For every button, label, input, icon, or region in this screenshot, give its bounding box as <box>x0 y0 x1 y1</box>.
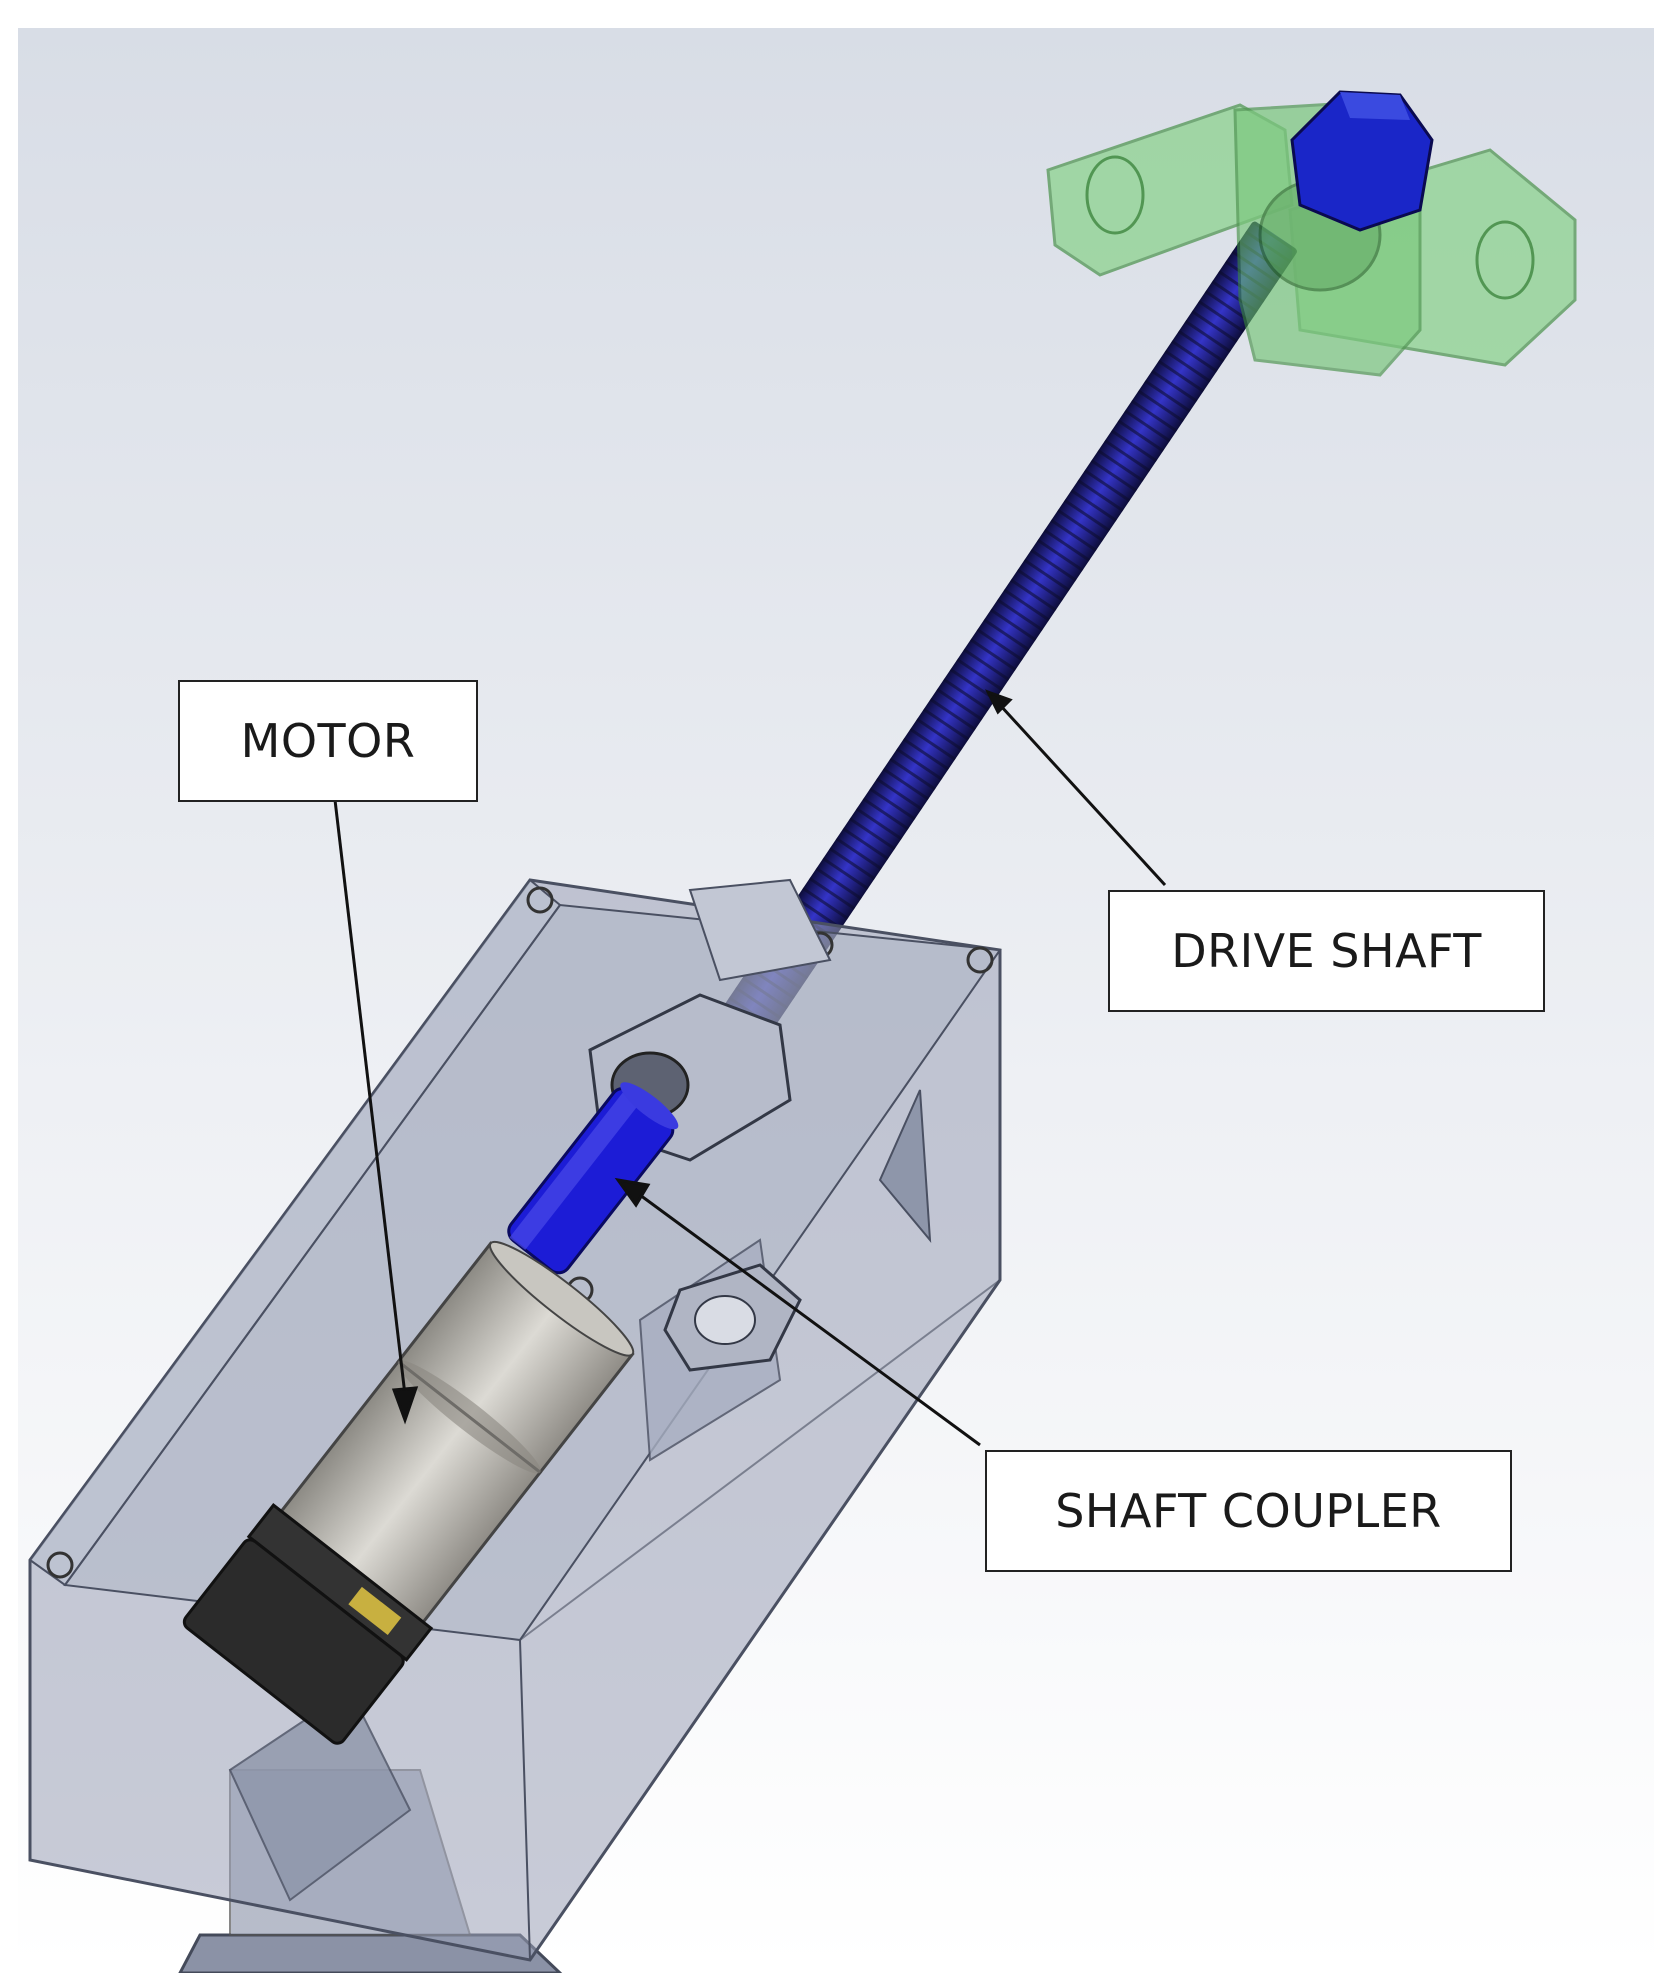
shaft-coupler-arrowhead <box>614 1177 651 1208</box>
shaft-coupler-label: SHAFT COUPLER <box>985 1450 1512 1572</box>
drive-shaft-label: DRIVE SHAFT <box>1108 890 1545 1012</box>
drive-shaft <box>707 221 1297 1062</box>
shaft-coupler-leader-line <box>639 1193 981 1447</box>
drive-shaft-leader-line <box>998 703 1167 887</box>
motor-leader-line <box>333 799 407 1396</box>
motor-arrowhead <box>391 1386 419 1425</box>
motor-label: MOTOR <box>178 680 478 802</box>
motor <box>182 1240 635 1745</box>
top-nut <box>1290 90 1434 232</box>
shaft-coupler <box>507 1082 679 1275</box>
drive-shaft-arrowhead <box>984 689 1013 715</box>
leader-lines <box>333 689 1167 1447</box>
